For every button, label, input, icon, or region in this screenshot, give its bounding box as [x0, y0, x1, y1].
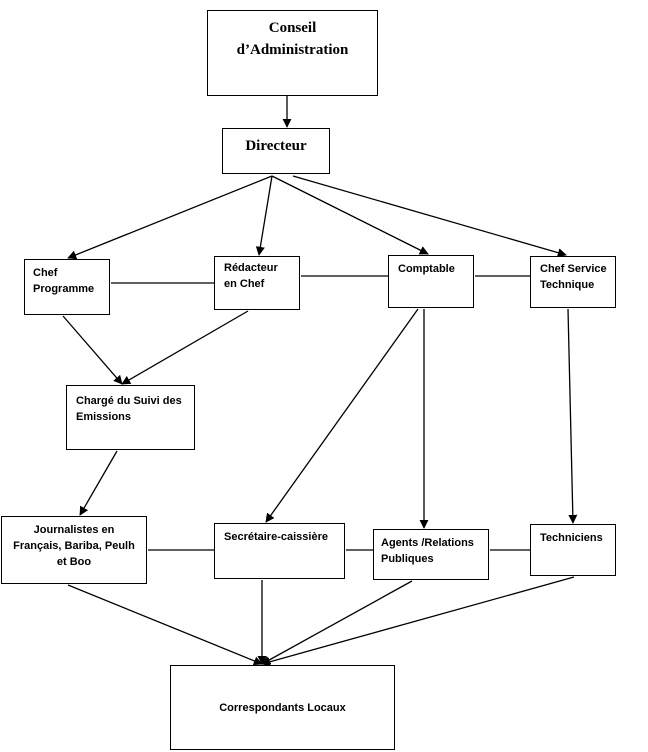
node-conseil-administration: Conseil d’Administration — [207, 10, 378, 96]
arrow-chef-technique-to-techniciens — [567, 308, 578, 524]
node-chef-service-technique: Chef Service Technique — [530, 256, 616, 308]
node-chef-programme-line-1: Chef — [33, 267, 58, 279]
arrow-journalistes-to-correspondants — [67, 584, 263, 666]
node-journalistes-line-3: et Boo — [56, 556, 92, 568]
node-chef-technique-line-2: Technique — [540, 279, 595, 291]
node-redacteur-line-2: en Chef — [224, 278, 265, 290]
node-redacteur-en-chef: Rédacteur en Chef — [214, 256, 300, 310]
node-agents-line-1: Agents /Relations — [381, 537, 474, 549]
arrow-comptable-to-secretaire — [265, 308, 419, 523]
arrow-redacteur-to-charge-suivi — [121, 310, 249, 385]
node-redacteur-line-1: Rédacteur — [224, 262, 278, 274]
node-chef-programme-line-2: Programme — [33, 283, 95, 295]
node-techniciens-line-1: Techniciens — [540, 532, 603, 544]
node-secretaire-line-1: Secrétaire-caissière — [224, 531, 328, 543]
node-journalistes-line-2: Français, Bariba, Peulh — [13, 540, 135, 552]
node-journalistes-line-1: Journalistes en — [33, 524, 115, 536]
arrow-directeur-to-chef-programme — [67, 175, 273, 260]
node-conseil-line-1: Conseil — [268, 20, 317, 36]
arrow-charge-suivi-to-journalistes — [79, 450, 118, 516]
node-charge-suivi-emissions: Chargé du Suivi des Emissions — [66, 385, 195, 450]
arrow-directeur-to-comptable — [271, 175, 429, 255]
node-techniciens: Techniciens — [530, 524, 616, 576]
node-directeur: Directeur — [222, 128, 330, 174]
node-chef-programme: Chef Programme — [24, 259, 110, 315]
node-agents-relations-publiques: Agents /Relations Publiques — [373, 529, 489, 580]
node-charge-suivi-line-2: Emissions — [76, 411, 132, 423]
arrow-directeur-to-redacteur — [255, 175, 273, 256]
arrow-directeur-to-chef-technique — [292, 175, 567, 258]
arrow-agents-to-correspondants — [261, 580, 413, 665]
node-charge-suivi-line-1: Chargé du Suivi des — [76, 395, 182, 407]
node-comptable-line-1: Comptable — [398, 263, 455, 275]
node-correspondants-line-1: Correspondants Locaux — [219, 702, 346, 714]
arrow-techniciens-to-correspondants — [261, 576, 575, 667]
node-journalistes: Journalistes en Français, Bariba, Peulh … — [1, 516, 147, 584]
arrow-chef-programme-to-charge-suivi — [62, 315, 123, 385]
node-secretaire-caissiere: Secrétaire-caissière — [214, 523, 345, 579]
node-directeur-line-1: Directeur — [245, 138, 307, 154]
node-conseil-line-2: d’Administration — [236, 42, 349, 58]
node-chef-technique-line-1: Chef Service — [540, 263, 607, 275]
node-comptable: Comptable — [388, 255, 474, 308]
node-agents-line-2: Publiques — [381, 553, 434, 565]
node-correspondants-locaux: Correspondants Locaux — [170, 665, 395, 750]
